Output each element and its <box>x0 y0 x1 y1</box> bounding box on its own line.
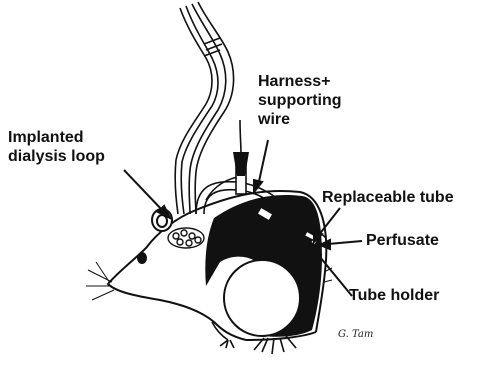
artist-signature: G. Tam <box>338 329 373 340</box>
label-replaceable-tube: Replaceable tube <box>322 188 454 207</box>
whiskers <box>86 262 114 300</box>
label-tube-holder: Tube holder <box>349 286 439 305</box>
label-harness-supporting-wire: Harness+ supporting wire <box>258 72 342 130</box>
eye <box>137 252 147 264</box>
label-perfusate: Perfusate <box>366 231 439 250</box>
label-implanted-dialysis-loop: Implanted dialysis loop <box>8 128 105 166</box>
dialysis-loop <box>168 228 204 248</box>
connector <box>233 120 249 194</box>
